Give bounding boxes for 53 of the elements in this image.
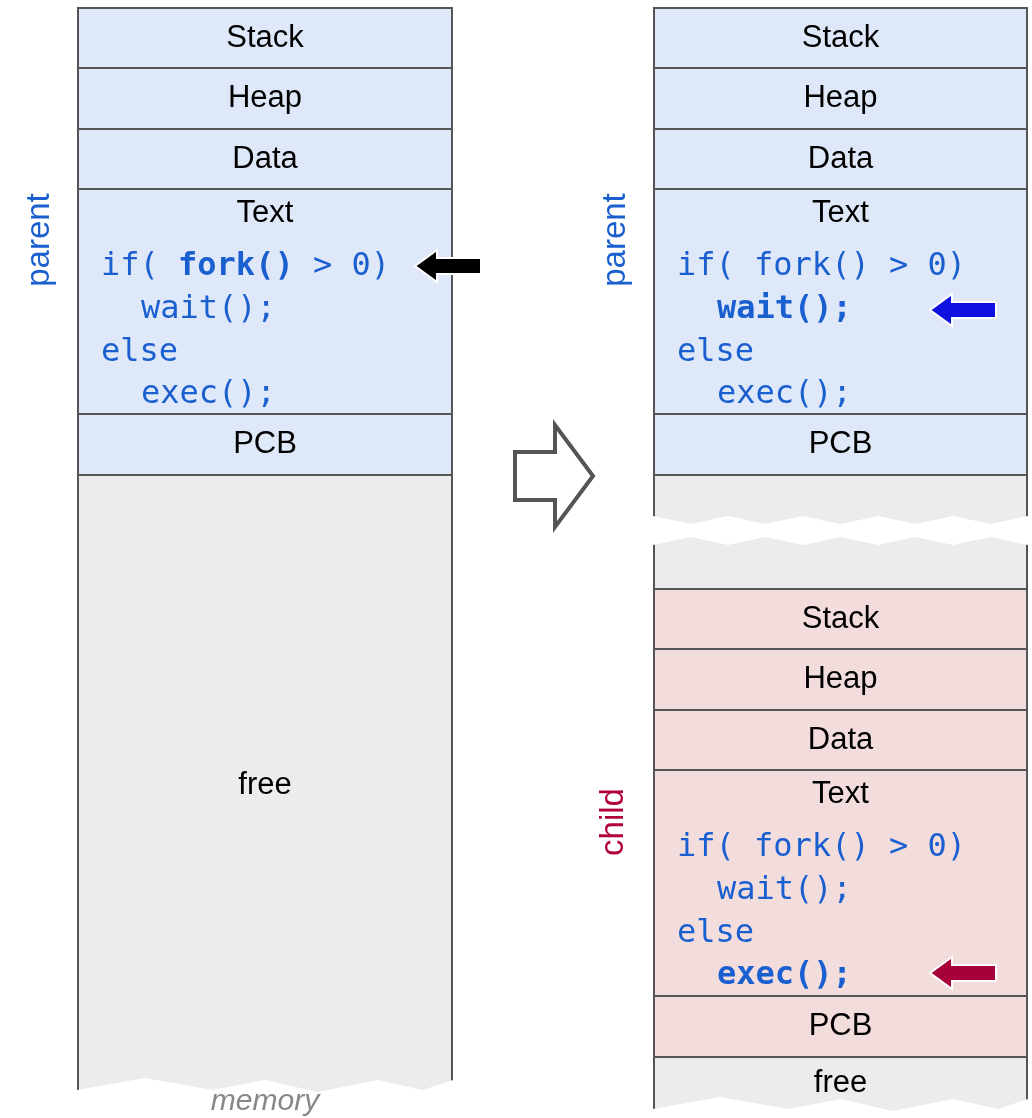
memory-segment — [77, 413, 453, 476]
caption-label: memory — [209, 1083, 322, 1117]
segment-label: Text — [812, 194, 869, 230]
code-line: exec(); — [717, 953, 852, 993]
segment-label: Stack — [801, 19, 880, 55]
memory-segment — [77, 7, 453, 69]
segment-label: Heap — [803, 79, 878, 115]
segment-label: Heap — [803, 660, 878, 696]
segment-label: free — [813, 1064, 868, 1100]
segment-label: Data — [807, 721, 874, 757]
segment-label: Heap — [227, 79, 303, 115]
code-line: else — [101, 330, 179, 370]
segment-label: Stack — [226, 19, 304, 55]
memory-segment — [653, 128, 1028, 190]
segment-label: Text — [236, 194, 294, 230]
memory-segment — [653, 648, 1028, 711]
memory-segment — [77, 474, 453, 1094]
segment-label: PCB — [233, 425, 297, 461]
memory-segment — [653, 1056, 1028, 1113]
code-line: if( fork() > 0) — [677, 244, 966, 284]
process-label: parent — [595, 192, 633, 289]
memory-segment — [653, 413, 1028, 476]
memory-segment — [77, 67, 453, 130]
block-arrow — [513, 418, 596, 534]
segment-label: Text — [812, 775, 869, 811]
memory-segment — [653, 709, 1028, 771]
segment-label: Data — [232, 140, 298, 176]
segment-label: Data — [807, 140, 874, 176]
code-line: wait(); — [717, 868, 852, 908]
memory-segment — [77, 188, 453, 415]
memory-region — [653, 535, 1028, 590]
process-label: child — [593, 787, 631, 858]
segment-label: PCB — [808, 425, 873, 461]
code-line: exec(); — [717, 372, 852, 412]
code-line: else — [677, 330, 755, 370]
code-line: wait(); — [141, 287, 276, 327]
memory-segment — [653, 67, 1028, 130]
code-line: exec(); — [141, 372, 276, 412]
code-line: else — [677, 911, 755, 951]
memory-segment — [653, 588, 1028, 650]
segment-label: Stack — [801, 600, 880, 636]
process-label: parent — [19, 192, 57, 289]
memory-segment — [653, 995, 1028, 1058]
memory-segment — [653, 188, 1028, 415]
segment-label: PCB — [808, 1007, 873, 1043]
code-line: if( fork() > 0) — [101, 244, 390, 284]
memory-segment — [653, 769, 1028, 997]
memory-region — [653, 474, 1028, 526]
memory-segment — [653, 7, 1028, 69]
memory-segment — [77, 128, 453, 190]
code-line: if( fork() > 0) — [677, 825, 966, 865]
code-line: wait(); — [717, 287, 852, 327]
segment-label: free — [238, 766, 292, 802]
